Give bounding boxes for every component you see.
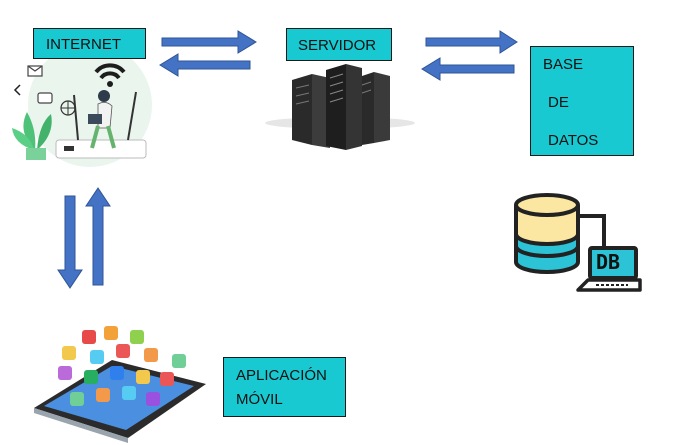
app-label-line2: MÓVIL xyxy=(236,391,283,408)
person-figure xyxy=(88,90,116,149)
server-tower-center xyxy=(326,64,362,150)
app-label-line1: APLICACIÓN xyxy=(236,367,327,384)
chat-icon xyxy=(37,92,53,104)
db-icon-text: DB xyxy=(596,250,621,274)
server-tower-left xyxy=(292,74,330,148)
share-icon xyxy=(13,84,21,96)
arrow-app-to-internet xyxy=(85,187,111,286)
base-datos-label-line1: BASE xyxy=(543,56,584,73)
app-node: APLICACIÓN MÓVIL xyxy=(223,357,346,417)
arrow-internet-to-app xyxy=(57,195,83,289)
router-icon xyxy=(55,91,147,159)
servidor-label: SERVIDOR xyxy=(298,37,377,54)
app-icons-cloud xyxy=(58,326,186,406)
base-datos-node: BASE DE DATOS xyxy=(530,46,634,156)
arrow-database-to-servidor xyxy=(421,57,515,81)
base-datos-label-line3: DATOS xyxy=(548,132,599,149)
arrow-servidor-to-internet xyxy=(159,53,251,77)
wifi-icon xyxy=(94,63,126,87)
arrow-servidor-to-database xyxy=(425,30,518,54)
servidor-node: SERVIDOR xyxy=(286,28,392,61)
db-laptop-icon xyxy=(576,246,642,292)
arrow-internet-to-servidor xyxy=(161,30,257,54)
plant-icon xyxy=(12,112,52,160)
base-datos-label-line2: DE xyxy=(548,94,569,111)
internet-label: INTERNET xyxy=(46,36,121,53)
internet-node: INTERNET xyxy=(33,28,146,59)
